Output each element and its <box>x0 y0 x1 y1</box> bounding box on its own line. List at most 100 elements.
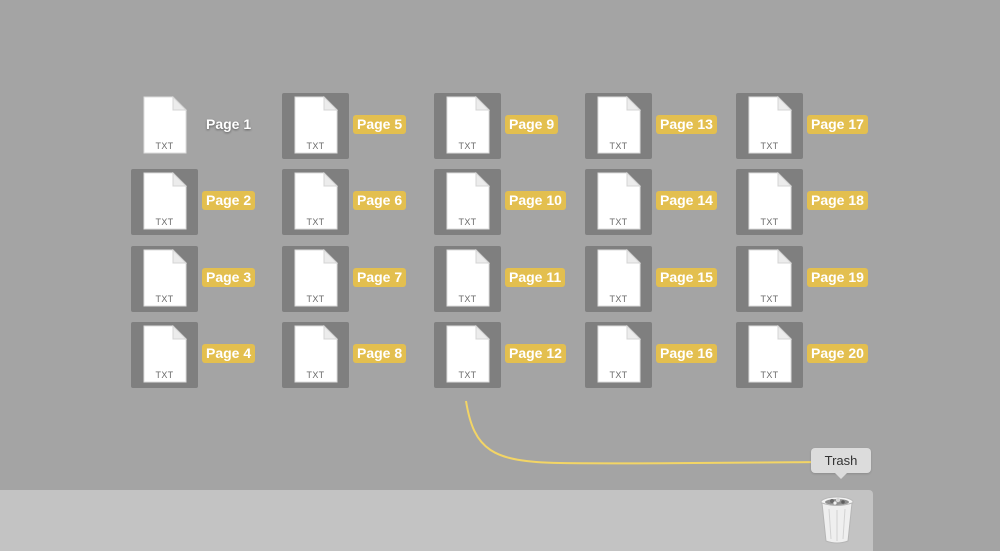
file-icon-page-12[interactable]: TXT Page 12 <box>434 322 594 388</box>
file-extension: TXT <box>609 370 628 380</box>
file-tile: TXT <box>282 93 349 159</box>
file-tile: TXT <box>585 169 652 235</box>
file-icon-page-15[interactable]: TXT Page 15 <box>585 246 745 312</box>
text-document-icon: TXT <box>747 249 792 307</box>
text-document-icon: TXT <box>142 325 187 383</box>
file-extension: TXT <box>760 370 779 380</box>
file-name-label[interactable]: Page 11 <box>505 268 566 287</box>
file-name-label[interactable]: Page 16 <box>656 344 717 363</box>
text-document-icon: TXT <box>142 172 187 230</box>
dock <box>0 490 873 551</box>
file-tile: TXT <box>736 93 803 159</box>
file-extension: TXT <box>306 217 325 227</box>
file-name-label[interactable]: Page 15 <box>656 268 717 287</box>
file-icon-page-17[interactable]: TXT Page 17 <box>736 93 896 159</box>
file-name-label[interactable]: Page 19 <box>807 268 868 287</box>
file-extension: TXT <box>458 294 477 304</box>
file-icon-page-6[interactable]: TXT Page 6 <box>282 169 442 235</box>
file-name-label[interactable]: Page 18 <box>807 191 868 210</box>
file-name-label[interactable]: Page 1 <box>206 116 252 132</box>
file-tile: TXT <box>736 246 803 312</box>
file-extension: TXT <box>155 294 174 304</box>
file-extension: TXT <box>609 141 628 151</box>
file-icon-page-11[interactable]: TXT Page 11 <box>434 246 594 312</box>
file-tile: TXT <box>131 322 198 388</box>
file-icon-page-8[interactable]: TXT Page 8 <box>282 322 442 388</box>
file-tile: TXT <box>282 169 349 235</box>
file-tile: TXT <box>434 246 501 312</box>
file-name-label[interactable]: Page 5 <box>353 115 407 134</box>
file-name-label[interactable]: Page 9 <box>505 115 559 134</box>
text-document-icon: TXT <box>293 172 338 230</box>
file-icon-page-16[interactable]: TXT Page 16 <box>585 322 745 388</box>
file-tile: TXT <box>434 322 501 388</box>
text-document-icon: TXT <box>596 249 641 307</box>
text-document-icon: TXT <box>445 96 490 154</box>
file-icon-page-3[interactable]: TXT Page 3 <box>131 246 291 312</box>
file-tile: TXT <box>585 246 652 312</box>
file-name-label[interactable]: Page 13 <box>656 115 717 134</box>
file-name-label[interactable]: Page 8 <box>353 344 407 363</box>
file-extension: TXT <box>306 370 325 380</box>
file-name-label[interactable]: Page 20 <box>807 344 868 363</box>
text-document-icon: TXT <box>142 96 187 154</box>
file-icon-page-2[interactable]: TXT Page 2 <box>131 169 291 235</box>
file-icon-page-10[interactable]: TXT Page 10 <box>434 169 594 235</box>
file-icon-page-7[interactable]: TXT Page 7 <box>282 246 442 312</box>
file-extension: TXT <box>306 141 325 151</box>
file-name-label[interactable]: Page 6 <box>353 191 407 210</box>
file-extension: TXT <box>760 294 779 304</box>
file-name-label[interactable]: Page 14 <box>656 191 717 210</box>
file-icon-page-20[interactable]: TXT Page 20 <box>736 322 896 388</box>
file-extension: TXT <box>458 370 477 380</box>
file-name-label[interactable]: Page 4 <box>202 344 256 363</box>
trash-icon[interactable] <box>819 494 855 546</box>
file-tile: TXT <box>131 246 198 312</box>
file-name-label[interactable]: Page 10 <box>505 191 566 210</box>
file-tile: TXT <box>434 169 501 235</box>
file-extension: TXT <box>458 217 477 227</box>
file-name-label[interactable]: Page 3 <box>202 268 256 287</box>
text-document-icon: TXT <box>293 325 338 383</box>
file-icon-page-1[interactable]: TXT Page 1 <box>131 93 291 159</box>
file-name-label[interactable]: Page 12 <box>505 344 566 363</box>
text-document-icon: TXT <box>293 249 338 307</box>
text-document-icon: TXT <box>445 172 490 230</box>
text-document-icon: TXT <box>293 96 338 154</box>
trash-tooltip: Trash <box>811 448 871 479</box>
text-document-icon: TXT <box>747 325 792 383</box>
file-icon-page-9[interactable]: TXT Page 9 <box>434 93 594 159</box>
file-name-label[interactable]: Page 7 <box>353 268 407 287</box>
text-document-icon: TXT <box>747 172 792 230</box>
file-tile: TXT <box>282 246 349 312</box>
file-extension: TXT <box>155 141 174 151</box>
file-extension: TXT <box>155 217 174 227</box>
text-document-icon: TXT <box>596 96 641 154</box>
file-tile: TXT <box>736 169 803 235</box>
file-icon-page-13[interactable]: TXT Page 13 <box>585 93 745 159</box>
file-tile: TXT <box>131 93 198 159</box>
text-document-icon: TXT <box>445 325 490 383</box>
file-extension: TXT <box>609 294 628 304</box>
file-tile: TXT <box>585 93 652 159</box>
text-document-icon: TXT <box>596 325 641 383</box>
file-icon-page-14[interactable]: TXT Page 14 <box>585 169 745 235</box>
file-tile: TXT <box>434 93 501 159</box>
file-icon-page-19[interactable]: TXT Page 19 <box>736 246 896 312</box>
text-document-icon: TXT <box>445 249 490 307</box>
file-icon-page-4[interactable]: TXT Page 4 <box>131 322 291 388</box>
file-name-label[interactable]: Page 2 <box>202 191 256 210</box>
file-tile: TXT <box>736 322 803 388</box>
file-tile: TXT <box>282 322 349 388</box>
file-icon-page-18[interactable]: TXT Page 18 <box>736 169 896 235</box>
file-extension: TXT <box>458 141 477 151</box>
file-icon-page-5[interactable]: TXT Page 5 <box>282 93 442 159</box>
file-extension: TXT <box>155 370 174 380</box>
file-tile: TXT <box>131 169 198 235</box>
file-extension: TXT <box>306 294 325 304</box>
file-extension: TXT <box>609 217 628 227</box>
file-extension: TXT <box>760 141 779 151</box>
text-document-icon: TXT <box>142 249 187 307</box>
file-name-label[interactable]: Page 17 <box>807 115 868 134</box>
